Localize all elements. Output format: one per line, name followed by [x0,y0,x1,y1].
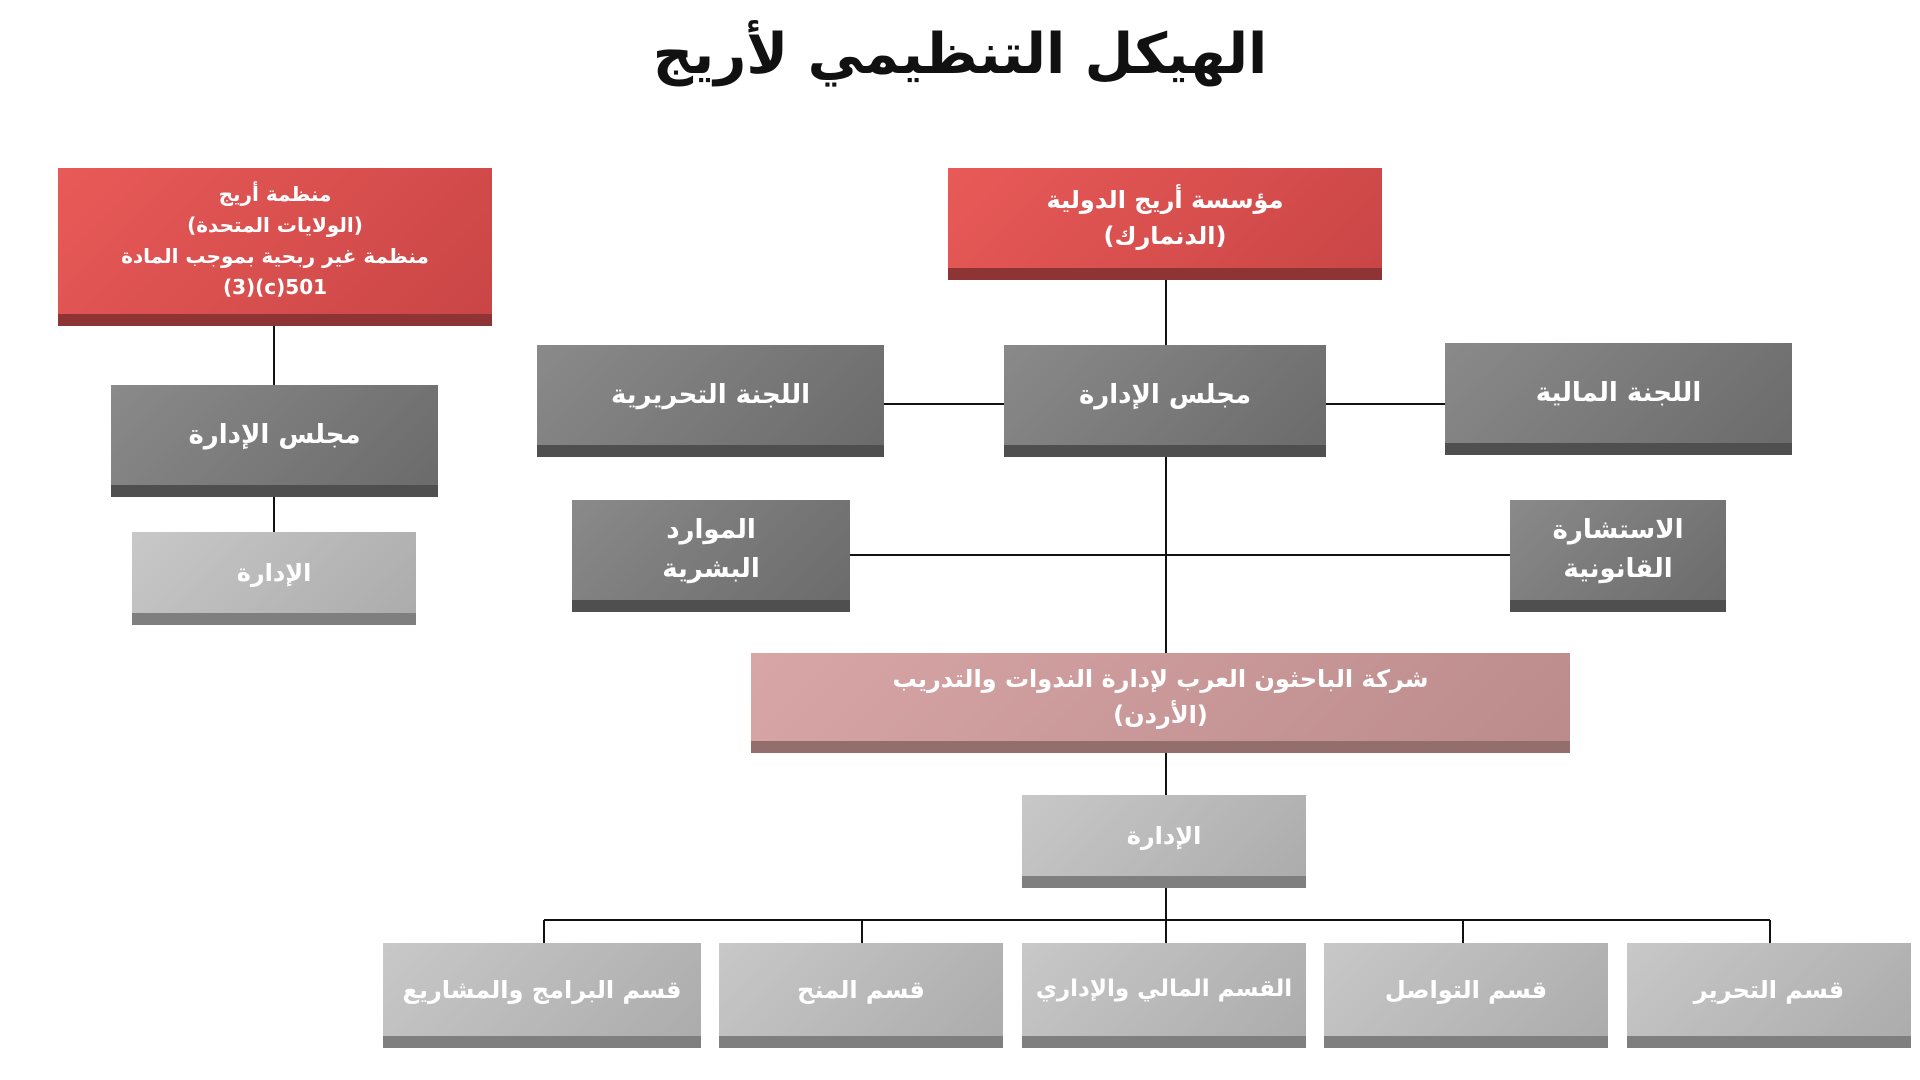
box-us-board: مجلس الإدارة [111,385,438,497]
box-dept-grants: قسم المنح [719,943,1003,1048]
box-dept-communication: قسم التواصل [1324,943,1608,1048]
box-legal-counsel: الاستشارة القانونية [1510,500,1726,612]
box-us-management: الإدارة [132,532,416,625]
page-title: الهيكل التنظيمي لأريج [652,22,1268,87]
box-denmark-foundation: مؤسسة أريج الدولية (الدنمارك) [948,168,1382,280]
box-denmark-board: مجلس الإدارة [1004,345,1326,457]
box-jordan-management: الإدارة [1022,795,1306,888]
box-us-organization: منظمة أريج (الولايات المتحدة) منظمة غير … [58,168,492,326]
box-dept-editing: قسم التحرير [1627,943,1911,1048]
box-dept-finance-admin: القسم المالي والإداري [1022,943,1306,1048]
box-human-resources: الموارد البشرية [572,500,850,612]
box-editorial-committee: اللجنة التحريرية [537,345,884,457]
box-dept-programs: قسم البرامج والمشاريع [383,943,701,1048]
box-jordan-company: شركة الباحثون العرب لإدارة الندوات والتد… [751,653,1570,753]
box-financial-committee: اللجنة المالية [1445,343,1792,455]
